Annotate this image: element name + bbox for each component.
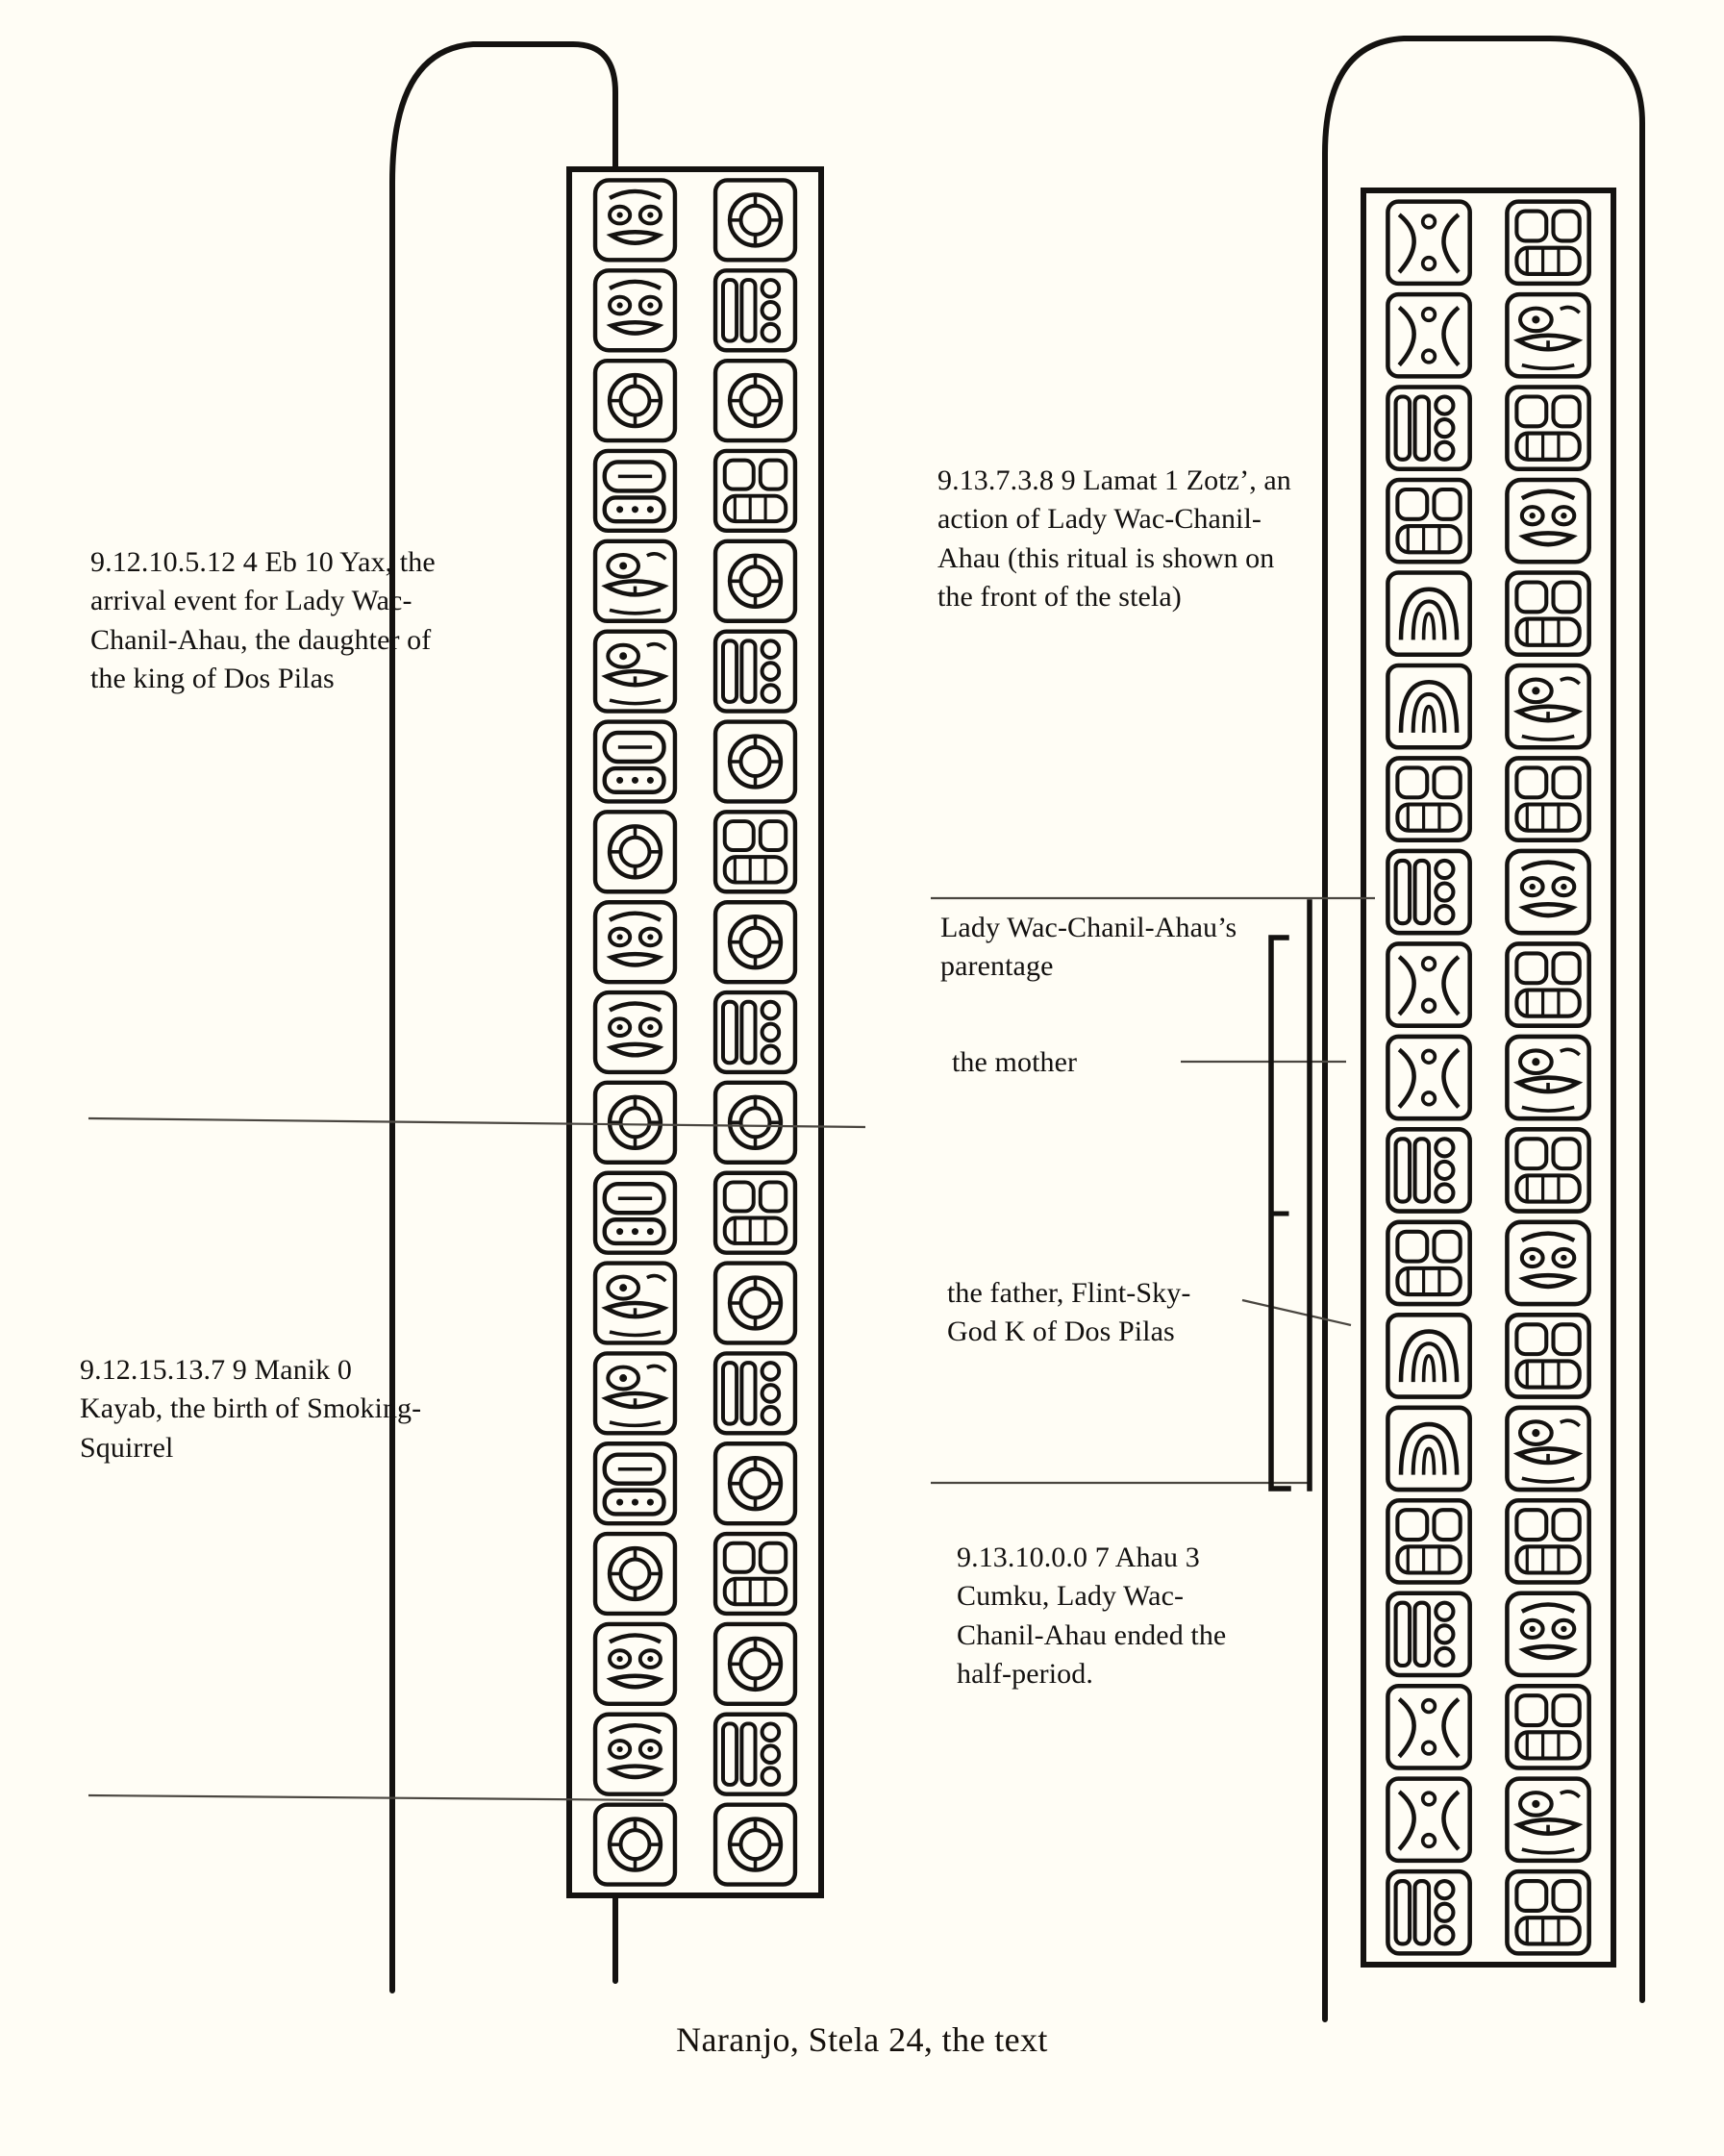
right-stela-panel bbox=[1361, 188, 1616, 1968]
leader-left-bottom bbox=[87, 1793, 664, 1802]
parentage-bracket bbox=[1268, 899, 1312, 1492]
left-stela-panel bbox=[566, 166, 824, 1898]
leader-left-top bbox=[87, 1116, 866, 1129]
figure-title: Naranjo, Stela 24, the text bbox=[676, 2020, 1048, 2059]
caption-mother: the mother bbox=[952, 1046, 1078, 1078]
left-stela-outline bbox=[389, 41, 618, 1993]
leader-father bbox=[1241, 1298, 1352, 1327]
caption-half-period: 9.13.10.0.0 7 Ahau 3 Cumku, Lady Wac-Cha… bbox=[957, 1542, 1227, 1691]
caption-father: the father, Flint-Sky-God K of Dos Pilas bbox=[947, 1277, 1191, 1348]
caption-right-top: 9.13.7.3.8 9 Lamat 1 Zotz’, an action of… bbox=[937, 464, 1291, 614]
right-stela-outline bbox=[1322, 36, 1645, 2022]
caption-left-bottom: 9.12.15.13.7 9 Manik 0 Kayab, the birth … bbox=[80, 1354, 422, 1464]
leader-lines bbox=[87, 896, 1375, 1802]
caption-parentage: Lady Wac-Chanil-Ahau’s parentage bbox=[940, 912, 1237, 983]
caption-left-top: 9.12.10.5.12 4 Eb 10 Yax, the arrival ev… bbox=[90, 546, 436, 695]
